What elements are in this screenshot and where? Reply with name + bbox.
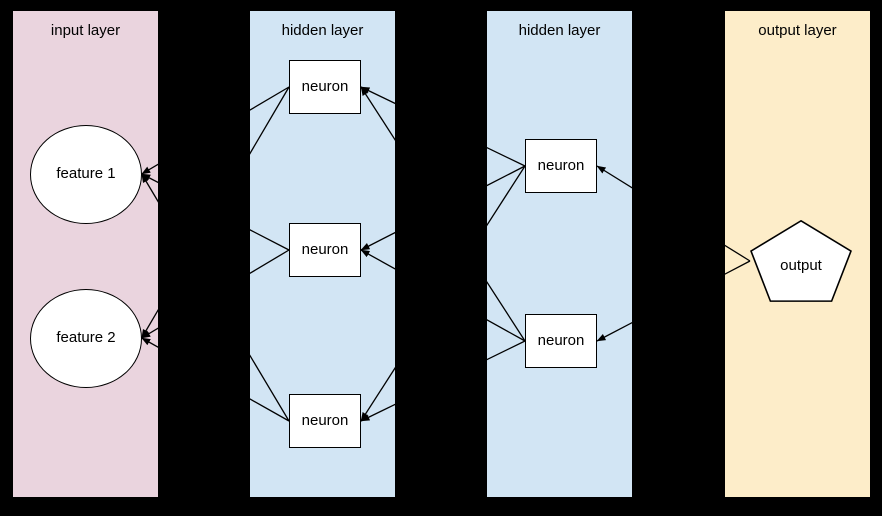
node-hidden-1-neuron-3[interactable]: neuron — [289, 394, 361, 448]
node-feature-1[interactable]: feature 1 — [30, 124, 142, 224]
node-label-feature-1: feature 1 — [56, 165, 116, 182]
layer-input-layer: input layer — [13, 11, 158, 497]
node-label-hidden-1-neuron-2: neuron — [301, 241, 349, 258]
node-hidden-2-neuron-2[interactable]: neuron — [525, 314, 597, 368]
layer-title-input-layer: input layer — [50, 22, 121, 39]
layer-hidden-layer-2: hidden layer — [487, 11, 632, 497]
node-hidden-1-neuron-2[interactable]: neuron — [289, 223, 361, 277]
layer-title-output-layer: output layer — [758, 22, 837, 39]
node-label-hidden-2-neuron-2: neuron — [537, 332, 585, 349]
pentagon-shape-icon — [750, 220, 852, 302]
node-label-feature-2: feature 2 — [56, 329, 116, 346]
node-label-hidden-2-neuron-1: neuron — [537, 157, 585, 174]
node-hidden-1-neuron-1[interactable]: neuron — [289, 60, 361, 114]
node-hidden-2-neuron-1[interactable]: neuron — [525, 139, 597, 193]
layer-title-hidden-layer-2: hidden layer — [518, 22, 601, 39]
node-feature-2[interactable]: feature 2 — [30, 288, 142, 388]
node-label-hidden-1-neuron-1: neuron — [301, 78, 349, 95]
layer-title-hidden-layer-1: hidden layer — [281, 22, 364, 39]
node-output-node[interactable]: output — [750, 220, 852, 302]
node-label-hidden-1-neuron-3: neuron — [301, 412, 349, 429]
node-label-output-node: output — [780, 257, 822, 274]
